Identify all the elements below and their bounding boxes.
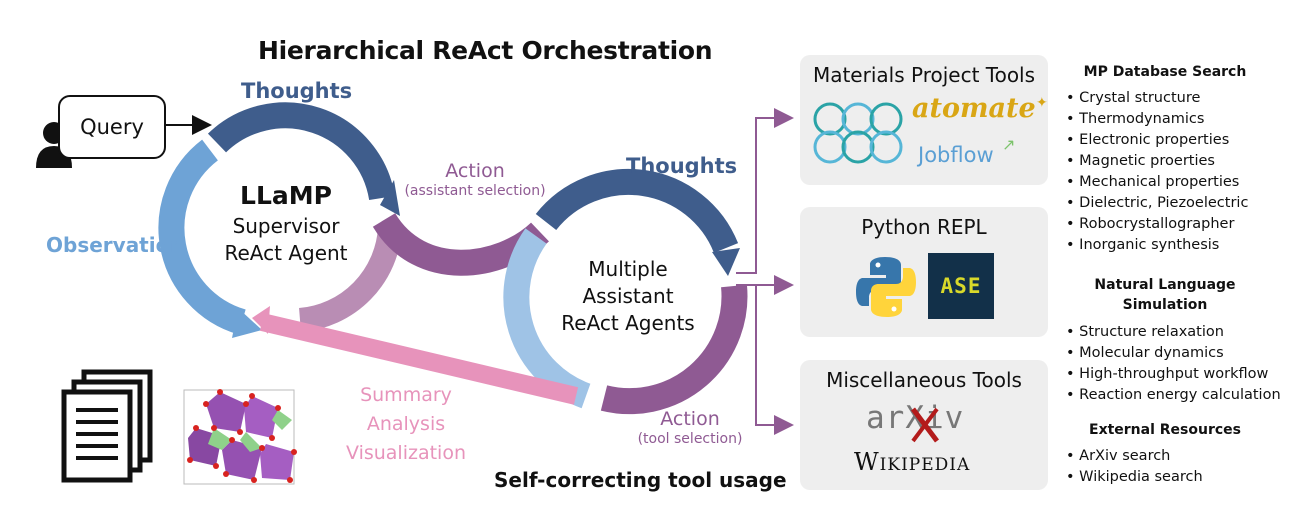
list-item: High-throughput workflow	[1066, 364, 1281, 385]
assistant-agents: Multiple Assistant ReAct Agents	[556, 256, 700, 337]
panel-python-title: Python REPL	[861, 215, 987, 239]
nl-sim-heading: Natural Language Simulation	[1060, 275, 1270, 315]
jobflow-arrow-icon: ↗	[1002, 135, 1016, 154]
observation-arrowhead	[232, 308, 262, 338]
list-item: Thermodynamics	[1066, 109, 1248, 130]
label-thoughts-assistant: Thoughts	[626, 154, 738, 178]
panel-miscellaneous: Miscellaneous Tools arXiv Wikipedia	[800, 360, 1048, 490]
assistants-line2: Assistant	[582, 284, 674, 308]
panel-misc-title: Miscellaneous Tools	[826, 368, 1022, 392]
supervisor-side-arc	[298, 226, 402, 332]
atomate-logo: atomate	[912, 93, 1036, 124]
ase-logo-text: ASE	[940, 274, 982, 298]
external-heading: External Resources	[1089, 422, 1241, 438]
panel-materials-project: Materials Project Tools atomate ✦ Jobflo…	[800, 55, 1048, 185]
label-thoughts-supervisor: Thoughts	[241, 79, 353, 103]
label-observation: Observation	[46, 233, 184, 257]
mp-db-heading: MP Database Search	[1083, 64, 1247, 80]
label-visualization-line: Visualization	[345, 442, 466, 464]
documents-icon	[61, 369, 153, 483]
label-action-assistant-text: Action	[445, 160, 505, 182]
ase-logo-icon: ASE	[928, 253, 994, 319]
supervisor-line2: ReAct Agent	[224, 241, 348, 265]
label-summary: Summary Analysis Visualization	[340, 381, 472, 468]
list-item: Magnetic proerties	[1066, 151, 1248, 172]
list-item: ArXiv search	[1066, 446, 1203, 467]
label-action-tool-note: (tool selection)	[637, 431, 743, 447]
crystal-structure-icon	[183, 389, 297, 485]
list-item: Reaction energy calculation	[1066, 385, 1280, 406]
panel-mp-title: Materials Project Tools	[812, 63, 1036, 87]
atomate-sparkle-icon: ✦	[1036, 95, 1048, 111]
supervisor-line1: Supervisor	[232, 214, 340, 238]
label-action-assistant-note: (assistant selection)	[404, 183, 546, 199]
list-item: Molecular dynamics	[1066, 343, 1281, 364]
list-item: Electronic properties	[1066, 130, 1248, 151]
supervisor-agent: LLaMP Supervisor ReAct Agent	[214, 182, 358, 267]
jobflow-logo: Jobflow	[918, 143, 994, 167]
query-box: Query	[58, 95, 166, 159]
list-item: Inorganic synthesis	[1066, 235, 1248, 256]
tool-action-arc	[600, 284, 748, 415]
label-action-tool-text: Action	[660, 408, 720, 430]
label-analysis-line: Analysis	[366, 413, 446, 435]
arxiv-x-icon	[911, 407, 939, 443]
connector-mp	[736, 108, 794, 274]
observation-arc	[158, 139, 246, 335]
arxiv-logo: arXiv	[866, 400, 965, 436]
diagram-title: Hierarchical ReAct Orchestration	[258, 36, 713, 65]
list-item: Crystal structure	[1066, 88, 1248, 109]
diagram-subtitle: Self-correcting tool usage	[494, 468, 787, 492]
nl-sim-list: Structure relaxation Molecular dynamics …	[1066, 322, 1281, 406]
supervisor-name: LLaMP	[240, 181, 332, 210]
summary-band	[259, 313, 579, 405]
summary-arrowhead	[252, 306, 270, 334]
panel-python-repl: Python REPL ASE	[800, 207, 1048, 337]
assistants-line1: Multiple	[588, 257, 668, 281]
wikipedia-logo: Wikipedia	[854, 448, 971, 476]
list-item: Dielectric, Piezoelectric	[1066, 193, 1248, 214]
assistant-thoughts-arrowhead	[712, 248, 740, 276]
mp-logo-icon	[813, 102, 903, 164]
external-list: ArXiv search Wikipedia search	[1066, 446, 1203, 488]
label-summary-line: Summary	[360, 384, 452, 406]
connector-misc	[755, 285, 794, 435]
python-logo-icon	[856, 257, 916, 317]
label-action-tool: Action (tool selection)	[628, 408, 752, 447]
list-item: Structure relaxation	[1066, 322, 1281, 343]
nl-sim-heading-line1: Natural Language	[1094, 277, 1236, 293]
supervisor-thoughts-arc	[207, 102, 395, 201]
list-item: Wikipedia search	[1066, 467, 1203, 488]
assistant-thoughts-arc	[535, 168, 739, 254]
supervisor-thoughts-arrowhead	[380, 180, 400, 216]
mp-db-list: Crystal structure Thermodynamics Electro…	[1066, 88, 1248, 256]
label-action-assistant: Action (assistant selection)	[400, 160, 550, 199]
nl-sim-heading-line2: Simulation	[1122, 297, 1208, 313]
assistants-line3: ReAct Agents	[561, 311, 695, 335]
list-item: Mechanical properties	[1066, 172, 1248, 193]
list-item: Robocrystallographer	[1066, 214, 1248, 235]
